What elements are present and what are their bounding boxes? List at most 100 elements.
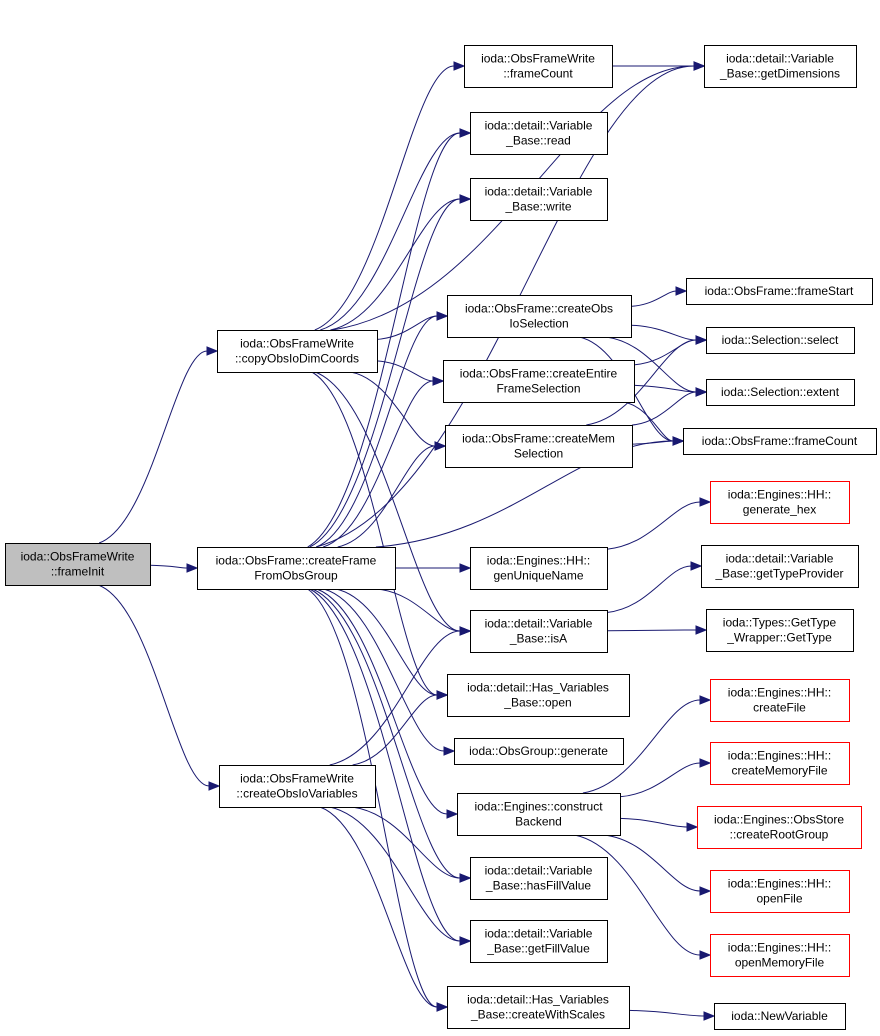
arrowhead-icon <box>686 822 699 832</box>
function-node-hasFillValue[interactable]: ioda::detail::Variable_Base::hasFillValu… <box>470 857 608 900</box>
edge-line <box>337 445 436 548</box>
node-box <box>714 1003 846 1030</box>
edge-line <box>307 588 438 1008</box>
node-label-line: ::copyObsIoDimCoords <box>235 352 359 366</box>
node-label-line: ioda::NewVariable <box>731 1009 828 1023</box>
arrowhead-icon <box>699 497 712 507</box>
function-node-frameInit[interactable]: ioda::ObsFrameWrite::frameInit <box>5 543 151 586</box>
node-label-line: ioda::detail::Variable <box>485 617 593 631</box>
function-node-getFillValue[interactable]: ioda::detail::Variable_Base::getFillValu… <box>470 920 608 963</box>
arrowhead-icon <box>695 625 708 635</box>
node-box <box>706 609 854 652</box>
function-node-newVariable[interactable]: ioda::NewVariable <box>714 1003 846 1030</box>
edge-line <box>619 817 688 828</box>
call-edge-createEntireFrameSelection-to-sel_extent <box>633 384 708 397</box>
call-edge-createFrameFromObsGroup-to-vb_read <box>307 128 472 548</box>
edge-line <box>582 699 701 794</box>
node-label-line: ioda::Selection::extent <box>721 385 840 399</box>
node-box <box>470 112 608 155</box>
arrowhead-icon <box>436 311 449 321</box>
node-box <box>697 806 862 849</box>
function-node-of_frameCount[interactable]: ioda::ObsFrame::frameCount <box>683 428 877 455</box>
function-node-createFile[interactable]: ioda::Engines::HH::createFile <box>710 679 850 722</box>
call-edge-createObsIoVariables-to-getFillValue <box>329 806 472 946</box>
function-node-createMemoryFile[interactable]: ioda::Engines::HH::createMemoryFile <box>710 742 850 785</box>
edge-line <box>375 440 674 548</box>
function-node-createRootGroup[interactable]: ioda::Engines::ObsStore::createRootGroup <box>697 806 862 849</box>
node-label-line: ::frameCount <box>503 67 573 81</box>
call-edge-isA-to-getType <box>606 625 708 635</box>
edge-line <box>630 324 697 341</box>
edge-line <box>316 315 438 548</box>
node-label-line: Backend <box>515 815 562 829</box>
node-box <box>445 425 633 468</box>
node-label-line: ioda::Engines::ObsStore <box>714 813 844 827</box>
function-node-createObsIoVariables[interactable]: ioda::ObsFrameWrite::createObsIoVariable… <box>219 765 376 808</box>
call-edge-createObsIoSelection-to-sel_select <box>630 324 708 345</box>
function-node-ofw_frameCount[interactable]: ioda::ObsFrameWrite::frameCount <box>464 45 613 88</box>
function-node-generate_hex[interactable]: ioda::Engines::HH::generate_hex <box>710 481 850 524</box>
function-node-vb_write[interactable]: ioda::detail::Variable_Base::write <box>470 178 608 221</box>
node-label-line: ioda::Engines::HH:: <box>728 488 831 502</box>
function-node-openMemoryFile[interactable]: ioda::Engines::HH::openMemoryFile <box>710 934 850 977</box>
node-label-line: ioda::ObsFrame::createObs <box>465 302 613 316</box>
call-edge-createMemSelection-to-sel_select <box>586 335 708 426</box>
node-label-line: ioda::ObsFrameWrite <box>240 772 354 786</box>
function-node-getTypeProvider[interactable]: ioda::detail::Variable_Base::getTypeProv… <box>701 545 859 588</box>
edge-line <box>330 198 461 331</box>
call-edge-constructBackend-to-createMemoryFile <box>619 758 712 798</box>
node-box <box>443 360 635 403</box>
node-label-line: Selection <box>514 447 563 461</box>
node-label-line: generate_hex <box>743 503 816 517</box>
node-label-line: genUniqueName <box>493 569 583 583</box>
call-edge-frameInit-to-createFrameFromObsGroup <box>149 563 199 573</box>
function-node-openFile[interactable]: ioda::Engines::HH::openFile <box>710 870 850 913</box>
call-edge-createObsIoSelection-to-frameStart <box>630 286 688 307</box>
node-label-line: _Base::hasFillValue <box>485 879 591 893</box>
function-node-createWithScales[interactable]: ioda::detail::Has_Variables_Base::create… <box>447 986 630 1029</box>
node-label-line: _Base::read <box>505 134 571 148</box>
node-box <box>470 920 608 963</box>
node-label-line: _Wrapper::GetType <box>726 631 832 645</box>
node-label-line: _Base::open <box>503 696 571 710</box>
node-label-line: ::createRootGroup <box>730 828 829 842</box>
function-node-getType[interactable]: ioda::Types::GetType_Wrapper::GetType <box>706 609 854 652</box>
arrowhead-icon <box>695 387 708 397</box>
node-box <box>683 428 877 455</box>
function-node-vb_read[interactable]: ioda::detail::Variable_Base::read <box>470 112 608 155</box>
function-node-sel_select[interactable]: ioda::Selection::select <box>706 327 855 354</box>
node-label-line: ioda::Engines::HH:: <box>728 686 831 700</box>
node-label-line: ioda::Engines::HH:: <box>728 877 831 891</box>
node-label-line: ioda::detail::Variable <box>485 864 593 878</box>
node-label-line: ioda::ObsFrameWrite <box>240 337 354 351</box>
function-node-createEntireFrameSelection[interactable]: ioda::ObsFrame::createEntireFrameSelecti… <box>443 360 635 403</box>
function-node-hv_open[interactable]: ioda::detail::Has_Variables_Base::open <box>447 674 630 717</box>
function-node-sel_extent[interactable]: ioda::Selection::extent <box>706 379 855 406</box>
arrowhead-icon <box>459 194 472 204</box>
function-node-getDimensions[interactable]: ioda::detail::Variable_Base::getDimensio… <box>704 45 857 88</box>
function-node-frameStart[interactable]: ioda::ObsFrame::frameStart <box>686 278 873 305</box>
function-node-isA[interactable]: ioda::detail::Variable_Base::isA <box>470 610 608 653</box>
node-box <box>701 545 859 588</box>
function-node-og_generate[interactable]: ioda::ObsGroup::generate <box>454 738 624 765</box>
arrowhead-icon <box>459 873 472 883</box>
node-box <box>710 679 850 722</box>
node-label-line: _Base::createWithScales <box>470 1008 605 1022</box>
edge-line <box>606 565 692 613</box>
arrowhead-icon <box>699 950 712 960</box>
node-label-line: ioda::ObsFrameWrite <box>481 52 595 66</box>
node-label-line: ::createObsIoVariables <box>236 787 357 801</box>
edge-line <box>586 339 697 426</box>
edge-line <box>628 1009 705 1017</box>
arrowhead-icon <box>208 781 221 791</box>
function-node-genUniqueName[interactable]: ioda::Engines::HH::genUniqueName <box>470 547 608 590</box>
node-label-line: ioda::detail::Variable <box>485 119 593 133</box>
function-node-copyObsIoDimCoords[interactable]: ioda::ObsFrameWrite::copyObsIoDimCoords <box>217 330 378 373</box>
edge-line <box>619 762 701 798</box>
arrowhead-icon <box>459 563 472 573</box>
node-label-line: ::frameInit <box>51 565 105 579</box>
